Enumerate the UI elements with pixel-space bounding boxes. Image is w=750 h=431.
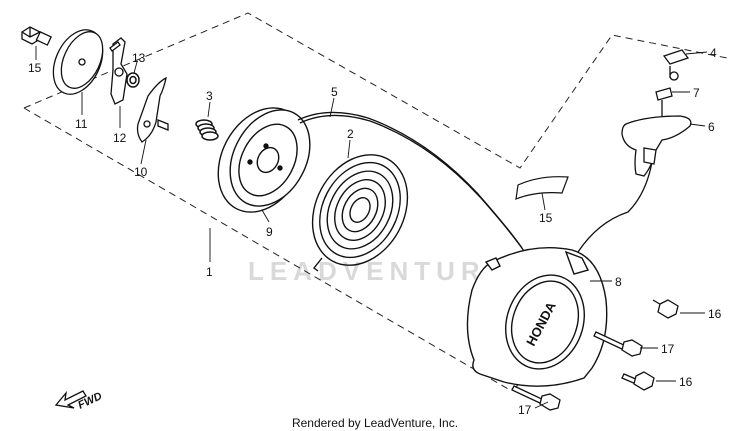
callout-17-upper: 17	[661, 342, 675, 356]
bolt-part-14	[21, 26, 52, 46]
bolt-part-17-upper	[593, 331, 643, 357]
bolt-part-16-upper	[652, 299, 679, 319]
callout-13: 13	[132, 51, 146, 65]
handle-part-6	[621, 115, 692, 177]
callout-16-upper: 16	[708, 307, 722, 321]
callout-11: 11	[75, 117, 88, 131]
callout-15: 15	[539, 211, 553, 225]
assembly-outline	[23, 12, 728, 391]
callout-8: 8	[615, 275, 622, 289]
callout-16-lower: 16	[679, 375, 693, 389]
starter-case-part-8	[466, 247, 608, 387]
spring-part-3	[195, 119, 219, 141]
callout-17-lower: 17	[518, 403, 532, 417]
callout-6: 6	[708, 120, 715, 134]
knob-part-4	[662, 49, 690, 81]
callout-1: 1	[206, 265, 213, 279]
callout-10: 10	[134, 165, 148, 179]
ring-part-13	[126, 72, 140, 88]
callout-12: 12	[113, 131, 127, 145]
bolt-part-17-lower	[511, 385, 561, 411]
reel-pulley-part-9	[217, 107, 311, 213]
ratchet-lever-part-12	[109, 37, 128, 105]
guide-part-7	[655, 87, 673, 116]
callout-14: 15	[28, 61, 42, 75]
bolt-part-16-lower	[621, 371, 655, 391]
friction-plate-part-11	[52, 29, 104, 95]
pawl-part-10	[136, 76, 167, 143]
callout-3: 3	[206, 89, 213, 103]
callout-4: 4	[710, 46, 717, 60]
watermark: LEADVENTURE	[248, 256, 509, 286]
callout-9: 9	[266, 225, 273, 239]
pin	[157, 119, 169, 131]
credit-text: Rendered by LeadVenture, Inc.	[292, 416, 458, 430]
leader-lines	[35, 46, 708, 409]
callout-2: 2	[347, 127, 354, 141]
fwd-arrow-icon: FWD	[54, 390, 104, 412]
callout-5: 5	[331, 85, 338, 99]
callout-7: 7	[693, 86, 700, 100]
spiral-spring-part-2	[311, 154, 409, 272]
callout-numbers: 15 11 12 13 10 3 9 2 5 1 15 4 7 6 8 16 1…	[28, 46, 722, 417]
decal-part-15	[515, 176, 569, 200]
